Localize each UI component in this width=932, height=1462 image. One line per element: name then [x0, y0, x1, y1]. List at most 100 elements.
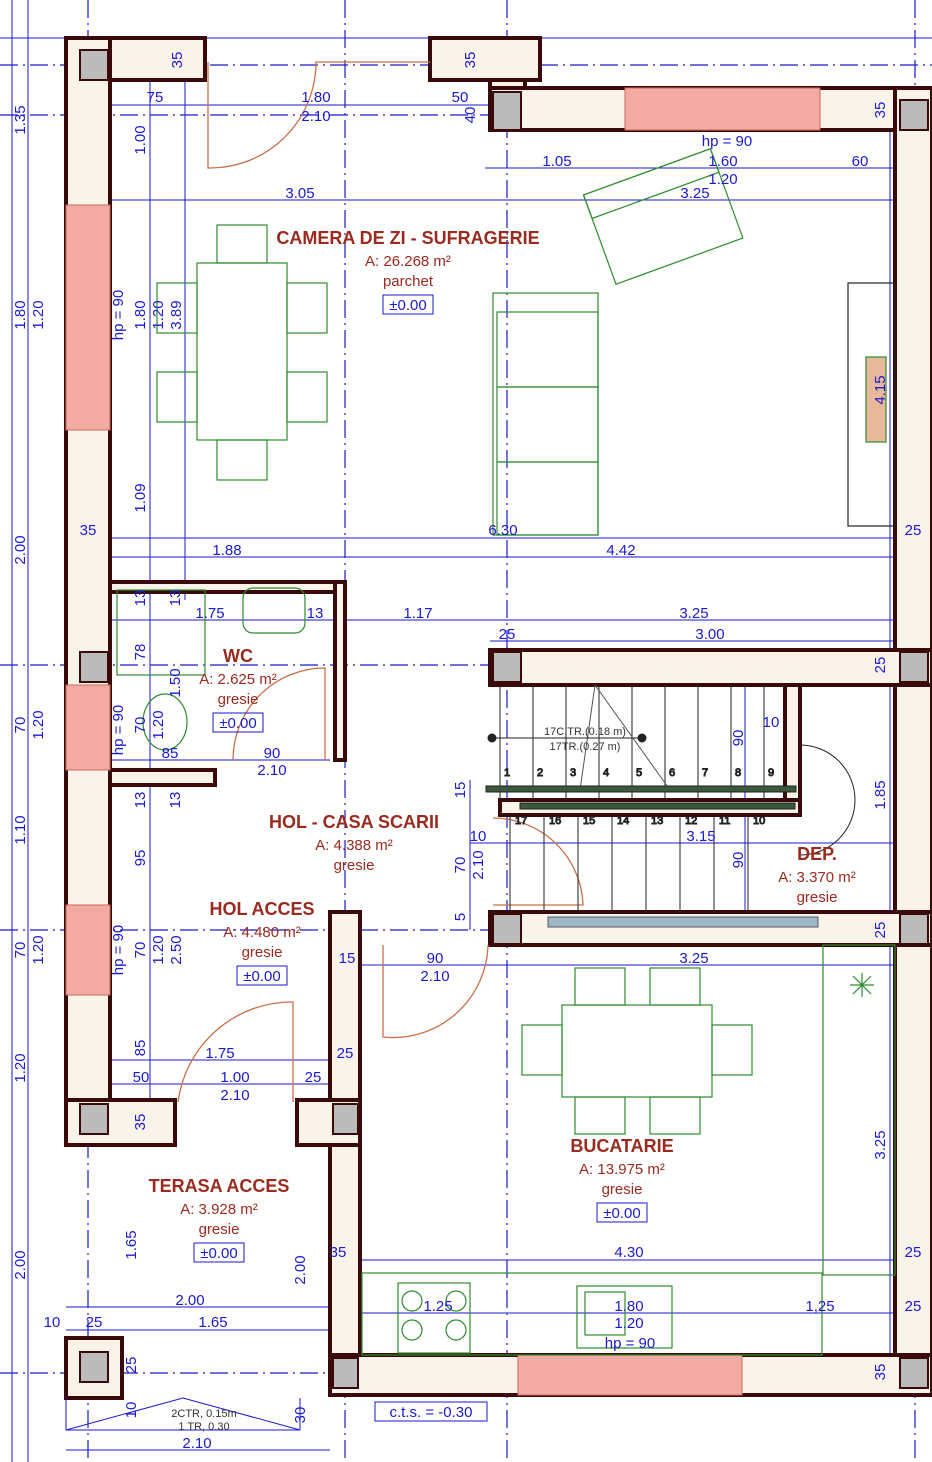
dimension-label: 5 [452, 913, 469, 921]
dimension-label: 1.20 [30, 300, 47, 329]
dimension-label: 1.20 [150, 710, 167, 739]
room-living-finish: parchet [383, 273, 434, 290]
dimension-label: 2.00 [12, 535, 29, 564]
room-terrace-finish: gresie [199, 1221, 240, 1238]
dimension-label: 70 [132, 942, 149, 959]
dimension-label: 35 [462, 52, 479, 69]
room-terrace-level: ±0.00 [200, 1245, 237, 1262]
wall [328, 910, 362, 1397]
step-number: 1 [504, 767, 510, 779]
window [624, 87, 821, 131]
terrace-stair-risers: 2CTR, 0.15m [171, 1408, 236, 1420]
dimension-label: 1.00 [220, 1069, 249, 1086]
room-kitchen-finish: gresie [602, 1181, 643, 1198]
room-wc-finish: gresie [218, 691, 259, 708]
dimension-label: 2.10 [420, 968, 449, 985]
window [65, 904, 111, 996]
room-wc-area: A: 2.625 m² [199, 671, 277, 688]
dimension-label: 4.15 [872, 375, 889, 404]
dimension-label: 3.25 [680, 185, 709, 202]
dimension-label: 3.15 [686, 828, 715, 845]
dimension-label: 1.20 [30, 935, 47, 964]
column [899, 99, 929, 131]
column [332, 1103, 359, 1135]
wall [428, 36, 542, 82]
dimension-label: 2.10 [220, 1087, 249, 1104]
room-kitchen-level: ±0.00 [603, 1205, 640, 1222]
dimension-label: 70 [12, 942, 29, 959]
wall [333, 580, 347, 762]
dimension-label: 25 [905, 1298, 922, 1315]
dimension-label: 75 [147, 89, 164, 106]
dimension-label: 1,25 [805, 1298, 834, 1315]
room-storage-name: DEP. [797, 844, 837, 864]
step-number: 10 [753, 815, 765, 827]
dimension-label: 25 [872, 657, 889, 674]
dimension-label: hp = 90 [110, 290, 127, 340]
dimension-label: 1.20 [150, 300, 167, 329]
window [65, 684, 111, 771]
dimension-label: 13 [167, 792, 184, 809]
dimension-label: 50 [133, 1069, 150, 1086]
dimension-label: hp = 90 [110, 925, 127, 975]
dimension-label: 90 [730, 730, 747, 747]
dimension-label: 70 [12, 717, 29, 734]
level-box [382, 294, 434, 315]
room-living-level: ±0.00 [389, 297, 426, 314]
dimension-label: 10 [123, 1402, 140, 1419]
dimension-label: 2.10 [257, 762, 286, 779]
dimension-label: 10 [763, 714, 780, 731]
column [899, 651, 929, 683]
dimension-label: 2.00 [175, 1292, 204, 1309]
dimension-label: 4.30 [614, 1244, 643, 1261]
window [517, 1354, 743, 1396]
furniture [116, 148, 896, 1356]
column [492, 651, 522, 683]
dimension-label: 35 [330, 1244, 347, 1261]
dimension-label: 1.50 [167, 668, 184, 697]
dimension-label: 85 [132, 1040, 149, 1057]
column [332, 1357, 359, 1389]
column [79, 49, 109, 81]
room-stair-hall-finish: gresie [334, 857, 375, 874]
dimension-label: 50 [452, 89, 469, 106]
dimension-label: 1.65 [198, 1314, 227, 1331]
step-number: 2 [537, 767, 543, 779]
wall [488, 648, 932, 687]
dimension-label: 3.05 [285, 185, 314, 202]
column [492, 913, 522, 945]
ground-level-label: c.t.s. = -0.30 [390, 1404, 473, 1421]
dimension-label: 90 [264, 745, 281, 762]
dimension-label: 35 [80, 522, 97, 539]
room-kitchen-area: A: 13.975 m² [579, 1161, 665, 1178]
room-entry-hall-area: A: 4.480 m² [223, 924, 301, 941]
dimension-label: 90 [427, 950, 444, 967]
room-entry-hall-finish: gresie [242, 944, 283, 961]
step-number: 6 [669, 767, 675, 779]
wall [893, 86, 932, 1397]
dimension-label: 13 [307, 605, 324, 622]
stair-end-dot [637, 733, 647, 743]
dimension-label: hp = 90 [702, 133, 752, 150]
dimension-label: 10 [44, 1314, 61, 1331]
dimension-label: 1.88 [212, 542, 241, 559]
stair-start-dot [487, 733, 497, 743]
step-number: 13 [651, 815, 663, 827]
dimension-label: 3.25 [679, 605, 708, 622]
dimension-label: 2.50 [168, 935, 185, 964]
level-box [193, 1242, 245, 1263]
dimension-label: 35 [169, 52, 186, 69]
dimension-label: 15 [339, 950, 356, 967]
window [65, 204, 111, 431]
dimension-label: 70 [132, 717, 149, 734]
dimension-label: 1.35 [12, 105, 29, 134]
dimension-label: 1.09 [132, 483, 149, 512]
stair-risers-label: 17C.TR.(0.18 m) [544, 726, 626, 738]
room-terrace-area: A: 3.928 m² [180, 1201, 258, 1218]
dimension-label: 1.80 [12, 300, 29, 329]
dimension-label: 15 [452, 782, 469, 799]
dimension-label: 2.10 [470, 850, 487, 879]
room-storage-area: A: 3.370 m² [778, 869, 856, 886]
